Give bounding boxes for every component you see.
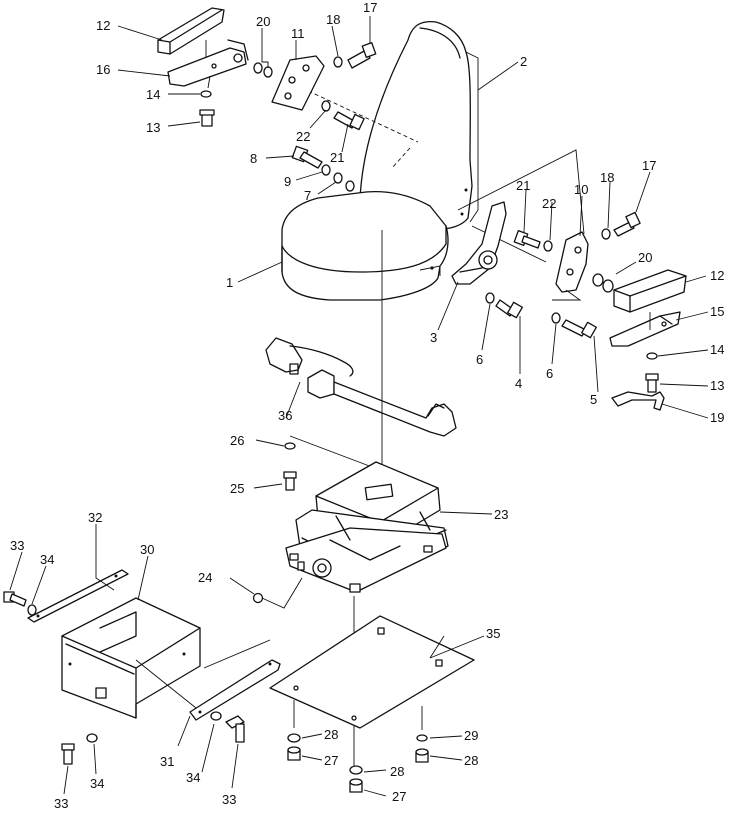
callout-19: 19 xyxy=(710,410,724,425)
callout-28-right: 28 xyxy=(464,753,478,768)
callout-35: 35 xyxy=(486,626,500,641)
callout-6-right: 6 xyxy=(546,366,553,381)
callout-21-right: 21 xyxy=(516,178,530,193)
left-bracket-part xyxy=(167,39,249,87)
callout-17-left: 17 xyxy=(363,0,377,15)
callout-36: 36 xyxy=(278,408,292,423)
callout-22-right: 22 xyxy=(542,196,556,211)
backrest-part xyxy=(359,20,479,230)
callout-17-right: 17 xyxy=(642,158,656,173)
bolt-21-right xyxy=(513,230,541,249)
callout-31: 31 xyxy=(160,754,174,769)
callout-18-left: 18 xyxy=(326,12,340,27)
callout-5: 5 xyxy=(590,392,597,407)
callout-33-mid: 33 xyxy=(222,792,236,807)
callout-16: 16 xyxy=(96,62,110,77)
callout-2: 2 xyxy=(520,54,527,69)
callout-labels: 12 16 14 13 20 11 18 17 22 21 8 9 7 2 1 … xyxy=(10,0,724,811)
callout-1: 1 xyxy=(226,275,233,290)
callout-20-left: 20 xyxy=(256,14,270,29)
callout-33-top: 33 xyxy=(10,538,24,553)
bolt-33-bottom-left xyxy=(61,743,75,765)
callout-26: 26 xyxy=(230,433,244,448)
bolt-8 xyxy=(291,145,323,169)
plate-31 xyxy=(189,659,281,721)
callout-23: 23 xyxy=(494,507,508,522)
bolt-4 xyxy=(495,299,523,319)
callout-10: 10 xyxy=(574,182,588,197)
bolt-25 xyxy=(283,471,297,491)
right-armrest-part xyxy=(613,269,687,313)
callout-28-left: 28 xyxy=(324,727,338,742)
callout-12-right: 12 xyxy=(710,268,724,283)
right-hinge-plate xyxy=(552,231,589,301)
callout-32: 32 xyxy=(88,510,102,525)
callout-27-left: 27 xyxy=(324,753,338,768)
seat-belt-part xyxy=(265,337,457,437)
leader-lines xyxy=(9,16,709,797)
callout-28-mid: 28 xyxy=(390,764,404,779)
callout-30: 30 xyxy=(140,542,154,557)
cushion-part xyxy=(281,190,449,301)
callout-11: 11 xyxy=(291,26,305,41)
callout-13-right: 13 xyxy=(710,378,724,393)
callout-34-top: 34 xyxy=(40,552,54,567)
left-hinge-plate xyxy=(271,55,325,111)
callout-27-mid: 27 xyxy=(392,789,406,804)
callout-21-left: 21 xyxy=(330,150,344,165)
left-armrest-part xyxy=(157,7,225,55)
bolt-21-left xyxy=(333,111,365,131)
suspension-part xyxy=(285,461,449,593)
callout-25: 25 xyxy=(230,481,244,496)
callout-34-left: 34 xyxy=(90,776,104,791)
callout-7: 7 xyxy=(304,188,311,203)
callout-24: 24 xyxy=(198,570,212,585)
bolt-33-top xyxy=(3,591,27,607)
callout-20-right: 20 xyxy=(638,250,652,265)
callout-22-left: 22 xyxy=(296,129,310,144)
bolt-17-right xyxy=(613,211,641,237)
callout-14-right: 14 xyxy=(710,342,724,357)
right-bracket-part xyxy=(609,311,681,347)
callout-13-left: 13 xyxy=(146,120,160,135)
bolt-13-left xyxy=(199,109,215,127)
callout-15: 15 xyxy=(710,304,724,319)
floor-plate-part xyxy=(269,615,475,729)
handle-19 xyxy=(611,391,665,411)
callout-4: 4 xyxy=(515,376,522,391)
callout-34-mid: 34 xyxy=(186,770,200,785)
recline-lever-part xyxy=(451,201,507,285)
side-box-part xyxy=(61,597,201,719)
callout-12-left: 12 xyxy=(96,18,110,33)
callout-18-right: 18 xyxy=(600,170,614,185)
callout-33-left: 33 xyxy=(54,796,68,811)
bolt-33-bottom-mid xyxy=(225,715,245,743)
callout-9: 9 xyxy=(284,174,291,189)
bolt-17-left xyxy=(347,42,377,69)
callout-14-left: 14 xyxy=(146,87,160,102)
callout-29: 29 xyxy=(464,728,478,743)
callout-6-mid: 6 xyxy=(476,352,483,367)
bolt-13-right xyxy=(645,373,659,393)
bolt-5 xyxy=(561,319,597,339)
callout-8: 8 xyxy=(250,151,257,166)
callout-3: 3 xyxy=(430,330,437,345)
